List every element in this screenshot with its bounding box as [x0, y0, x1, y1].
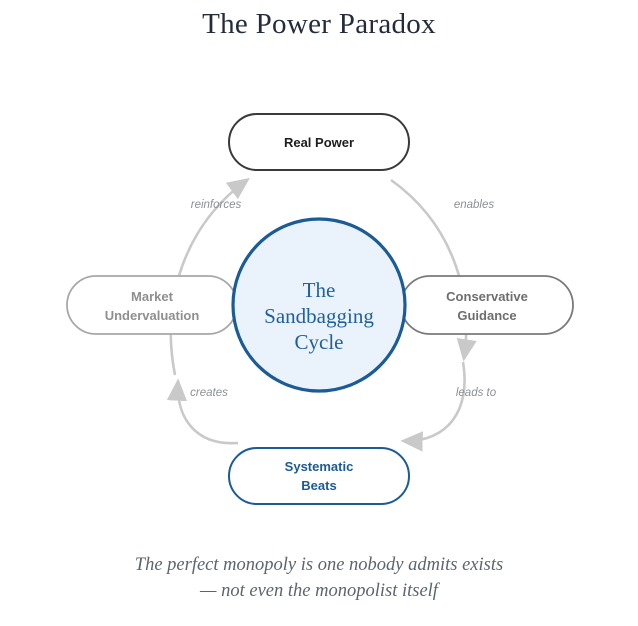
- node-conservative-guidance[interactable]: Conservative Guidance: [400, 275, 574, 335]
- edge-label-creates: creates: [190, 387, 228, 399]
- node-real-power[interactable]: Real Power: [228, 113, 410, 171]
- real-power-label: Real Power: [284, 135, 354, 150]
- edge-label-enables: enables: [454, 199, 495, 211]
- node-systematic-beats[interactable]: Systematic Beats: [228, 447, 410, 505]
- systematic-beats-label-line2: Beats: [301, 478, 336, 493]
- systematic-beats-label-line1: Systematic: [285, 459, 354, 474]
- hub-sandbagging-cycle[interactable]: The Sandbagging Cycle: [231, 217, 407, 393]
- edge-reinforces: reinforces: [169, 177, 250, 376]
- diagram-caption: The perfect monopoly is one nobody admit…: [0, 552, 638, 604]
- conservative-guidance-label-line1: Conservative: [446, 289, 528, 304]
- market-undervaluation-label-line1: Market: [131, 289, 174, 304]
- page-title: The Power Paradox: [202, 8, 436, 40]
- node-market-undervaluation[interactable]: Market Undervaluation: [66, 275, 238, 335]
- edge-label-reinforces: reinforces: [191, 199, 242, 211]
- caption-line-1: The perfect monopoly is one nobody admit…: [134, 555, 504, 575]
- leads-to-arrow: [400, 361, 466, 452]
- edge-leads-to: leads to: [400, 361, 497, 452]
- reinforces-arrow: [169, 177, 250, 376]
- caption-line-2: — not even the monopolist itself: [200, 581, 438, 601]
- systematic-beats-shape[interactable]: [228, 447, 410, 505]
- creates-arrow: [166, 378, 239, 445]
- conservative-guidance-shape[interactable]: [400, 275, 574, 335]
- conservative-guidance-label-line2: Guidance: [457, 308, 516, 323]
- edge-label-leads-to: leads to: [456, 387, 497, 399]
- hub-circle[interactable]: [231, 217, 407, 393]
- real-power-shape[interactable]: [228, 113, 410, 171]
- market-undervaluation-label-line2: Undervaluation: [105, 308, 200, 323]
- hub-label-line3: Cycle: [295, 330, 344, 354]
- market-undervaluation-shape[interactable]: [66, 275, 238, 335]
- hub-label-line2: Sandbagging: [264, 304, 374, 328]
- edge-creates: creates: [166, 378, 239, 445]
- hub-label-line1: The: [303, 278, 336, 302]
